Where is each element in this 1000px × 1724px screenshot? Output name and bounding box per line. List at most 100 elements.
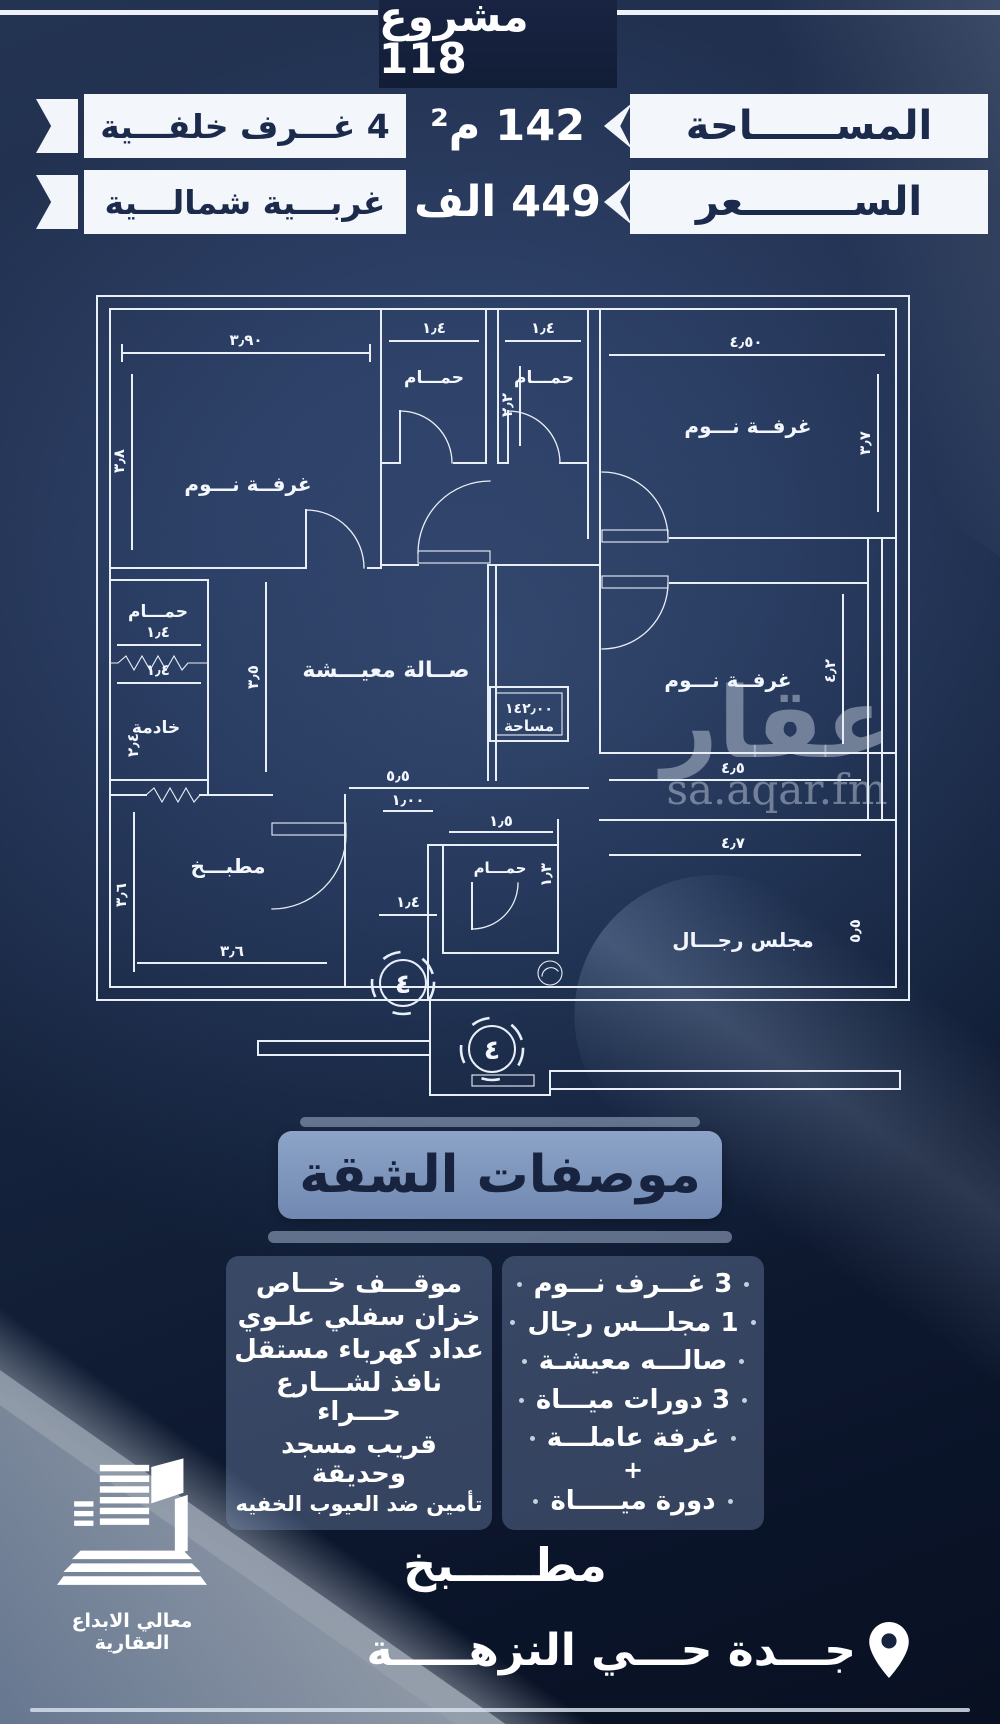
room-label-maid: خادمة	[132, 718, 180, 738]
dim-14: ١٫٤	[422, 319, 446, 337]
area-box-label: مساحة	[504, 717, 554, 735]
door-arc	[271, 834, 347, 910]
company-logo: معالي الابداع العقارية	[42, 1452, 222, 1654]
dim-14: ١٫٤	[146, 661, 170, 679]
room-label-bedroom-3: غرفــة نـــوم	[664, 668, 791, 692]
dim-38: ٣٫٨	[110, 449, 128, 473]
specs-banner: موصفات الشقة	[278, 1131, 722, 1219]
badge-rooms-back-label: 4 غـــرف خلفـــية	[100, 106, 390, 146]
room-label-bedroom-2: غرفــة نـــوم	[684, 414, 811, 438]
project-title-badge: مشروع 118	[379, 0, 617, 88]
price-label: الســــــــعر	[695, 179, 923, 225]
bottom-divider-line	[30, 1708, 970, 1712]
badge-rooms-back: 4 غـــرف خلفـــية	[36, 94, 406, 158]
dimension-lines	[117, 340, 885, 972]
spec-item: صالـــه معيشـة	[510, 1347, 756, 1376]
dim-13: ١٫٣	[537, 863, 555, 887]
entry-symbol-number: ٤	[484, 1035, 500, 1066]
door-arc	[305, 509, 365, 569]
dim-450: ٤٫٥٠	[729, 333, 762, 351]
spec-item: خزان سفلي علـوي	[237, 1302, 481, 1333]
room-label-living: صــالة معيـــشة	[302, 658, 469, 683]
specs-panel-right: 3 غـــرف نـــوم 1 مجلـــس رجال صالـــه م…	[502, 1256, 764, 1530]
spec-item: موقـــف خـــاص	[255, 1269, 463, 1299]
dim-55: ٥٫٥	[846, 919, 864, 943]
dim-37: ٣٫٧	[856, 431, 874, 455]
company-name: معالي الابداع العقارية	[71, 1610, 193, 1654]
area-value: 142 م²	[429, 101, 586, 151]
door-leaf	[471, 1074, 535, 1087]
dim-36: ٣٫٦	[220, 942, 244, 960]
room-label-kitchen: مطبـــخ	[191, 854, 266, 878]
dim-390: ٣٫٩٠	[229, 331, 262, 349]
room-label-bedroom-1: غرفــة نـــوم	[184, 472, 311, 496]
door-leaf	[271, 822, 347, 836]
drain-symbol	[537, 960, 563, 986]
room-label-bath-3: حمـــام	[474, 859, 527, 877]
location-pin-icon	[869, 1622, 909, 1678]
entry-symbol	[468, 1025, 516, 1073]
window-zigzag	[145, 786, 201, 804]
dim-45: ٤٫٥	[721, 759, 745, 777]
outer-wall	[96, 295, 910, 1001]
dim-36: ٣٫٦	[112, 883, 130, 907]
window-zigzag	[109, 654, 209, 672]
spec-item: تأمين ضد العيوب الخفيه	[235, 1491, 483, 1516]
dim-47: ٤٫٧	[721, 834, 745, 852]
dim-42: ٤٫٢	[821, 659, 839, 683]
price-value: 449 الف	[414, 177, 601, 227]
spec-item: دورة ميـــــاة	[510, 1487, 756, 1516]
badge-orientation-label: غربـــية شمالـــية	[104, 182, 386, 222]
dim-14: ١٫٤	[531, 319, 555, 337]
door-arc	[601, 471, 669, 539]
dim-24: ٢٫٤	[124, 733, 142, 757]
door-leaf	[601, 529, 669, 543]
area-box-value: ١٤٢٫٠٠	[505, 701, 553, 717]
dim-14: ١٫٤	[146, 623, 170, 641]
location-text: جـــدة حـــي النزهـــــة	[366, 1624, 856, 1676]
dim-55: ٥٫٥	[386, 767, 410, 785]
building-logo-icon	[57, 1458, 207, 1585]
divider-bar	[300, 1117, 700, 1127]
dim-22: ٢٫٢	[498, 393, 516, 417]
spec-item: 3 دورات ميـــاة	[510, 1386, 756, 1415]
door-leaf	[417, 550, 491, 564]
dim-35: ٣٫٥	[244, 665, 262, 689]
ribbon-icon	[36, 99, 78, 153]
entry-symbol	[379, 959, 427, 1007]
divider-bar	[268, 1231, 732, 1243]
project-title: مشروع 118	[379, 0, 529, 83]
spec-item-plus: +	[622, 1455, 644, 1484]
location-row: جـــدة حـــي النزهـــــة	[310, 1622, 910, 1678]
spec-item: غرفة عاملـــة	[510, 1424, 756, 1453]
entry-symbol-number: ٤	[395, 969, 411, 1000]
ribbon-icon	[36, 175, 78, 229]
room-label-bath-1: حمـــام	[404, 368, 464, 388]
spec-item: نافذ لشـــارع حـــراء	[276, 1368, 442, 1428]
spec-item: قريب مسجد وحديقة	[281, 1430, 437, 1489]
badge-orientation: غربـــية شمالـــية	[36, 170, 406, 234]
floor-plan-svg: غرفــة نـــوم حمـــام حمـــام غرفــة نــ…	[96, 295, 910, 1096]
door-arc	[471, 882, 519, 930]
dim-100: ١٫٠٠	[391, 791, 424, 809]
kitchen-note: مطـــــبخ	[403, 1538, 607, 1592]
room-label-bath-mid: حمـــام	[128, 602, 188, 622]
specs-title: موصفات الشقة	[299, 1145, 701, 1205]
dim-15: ١٫٥	[489, 812, 513, 830]
door-arc	[507, 410, 561, 464]
header-line-right	[617, 10, 1000, 15]
price-label-box: الســــــــعر	[604, 170, 988, 234]
dim-14: ١٫٤	[396, 893, 420, 911]
specs-panel-left: موقـــف خـــاص خزان سفلي علـوي عداد كهرب…	[226, 1256, 492, 1530]
door-leaf	[601, 575, 669, 589]
outer-wall-inner	[109, 308, 897, 988]
door-arc	[601, 582, 669, 650]
door-arc	[399, 410, 453, 464]
area-box	[489, 686, 569, 742]
header-line-left	[0, 10, 378, 15]
room-label-bath-2: حمـــام	[514, 368, 574, 388]
door-arc	[417, 480, 491, 554]
room-label-majlis: مجلس رجـــال	[672, 928, 814, 952]
spec-item: 1 مجلـــس رجال	[510, 1308, 756, 1338]
